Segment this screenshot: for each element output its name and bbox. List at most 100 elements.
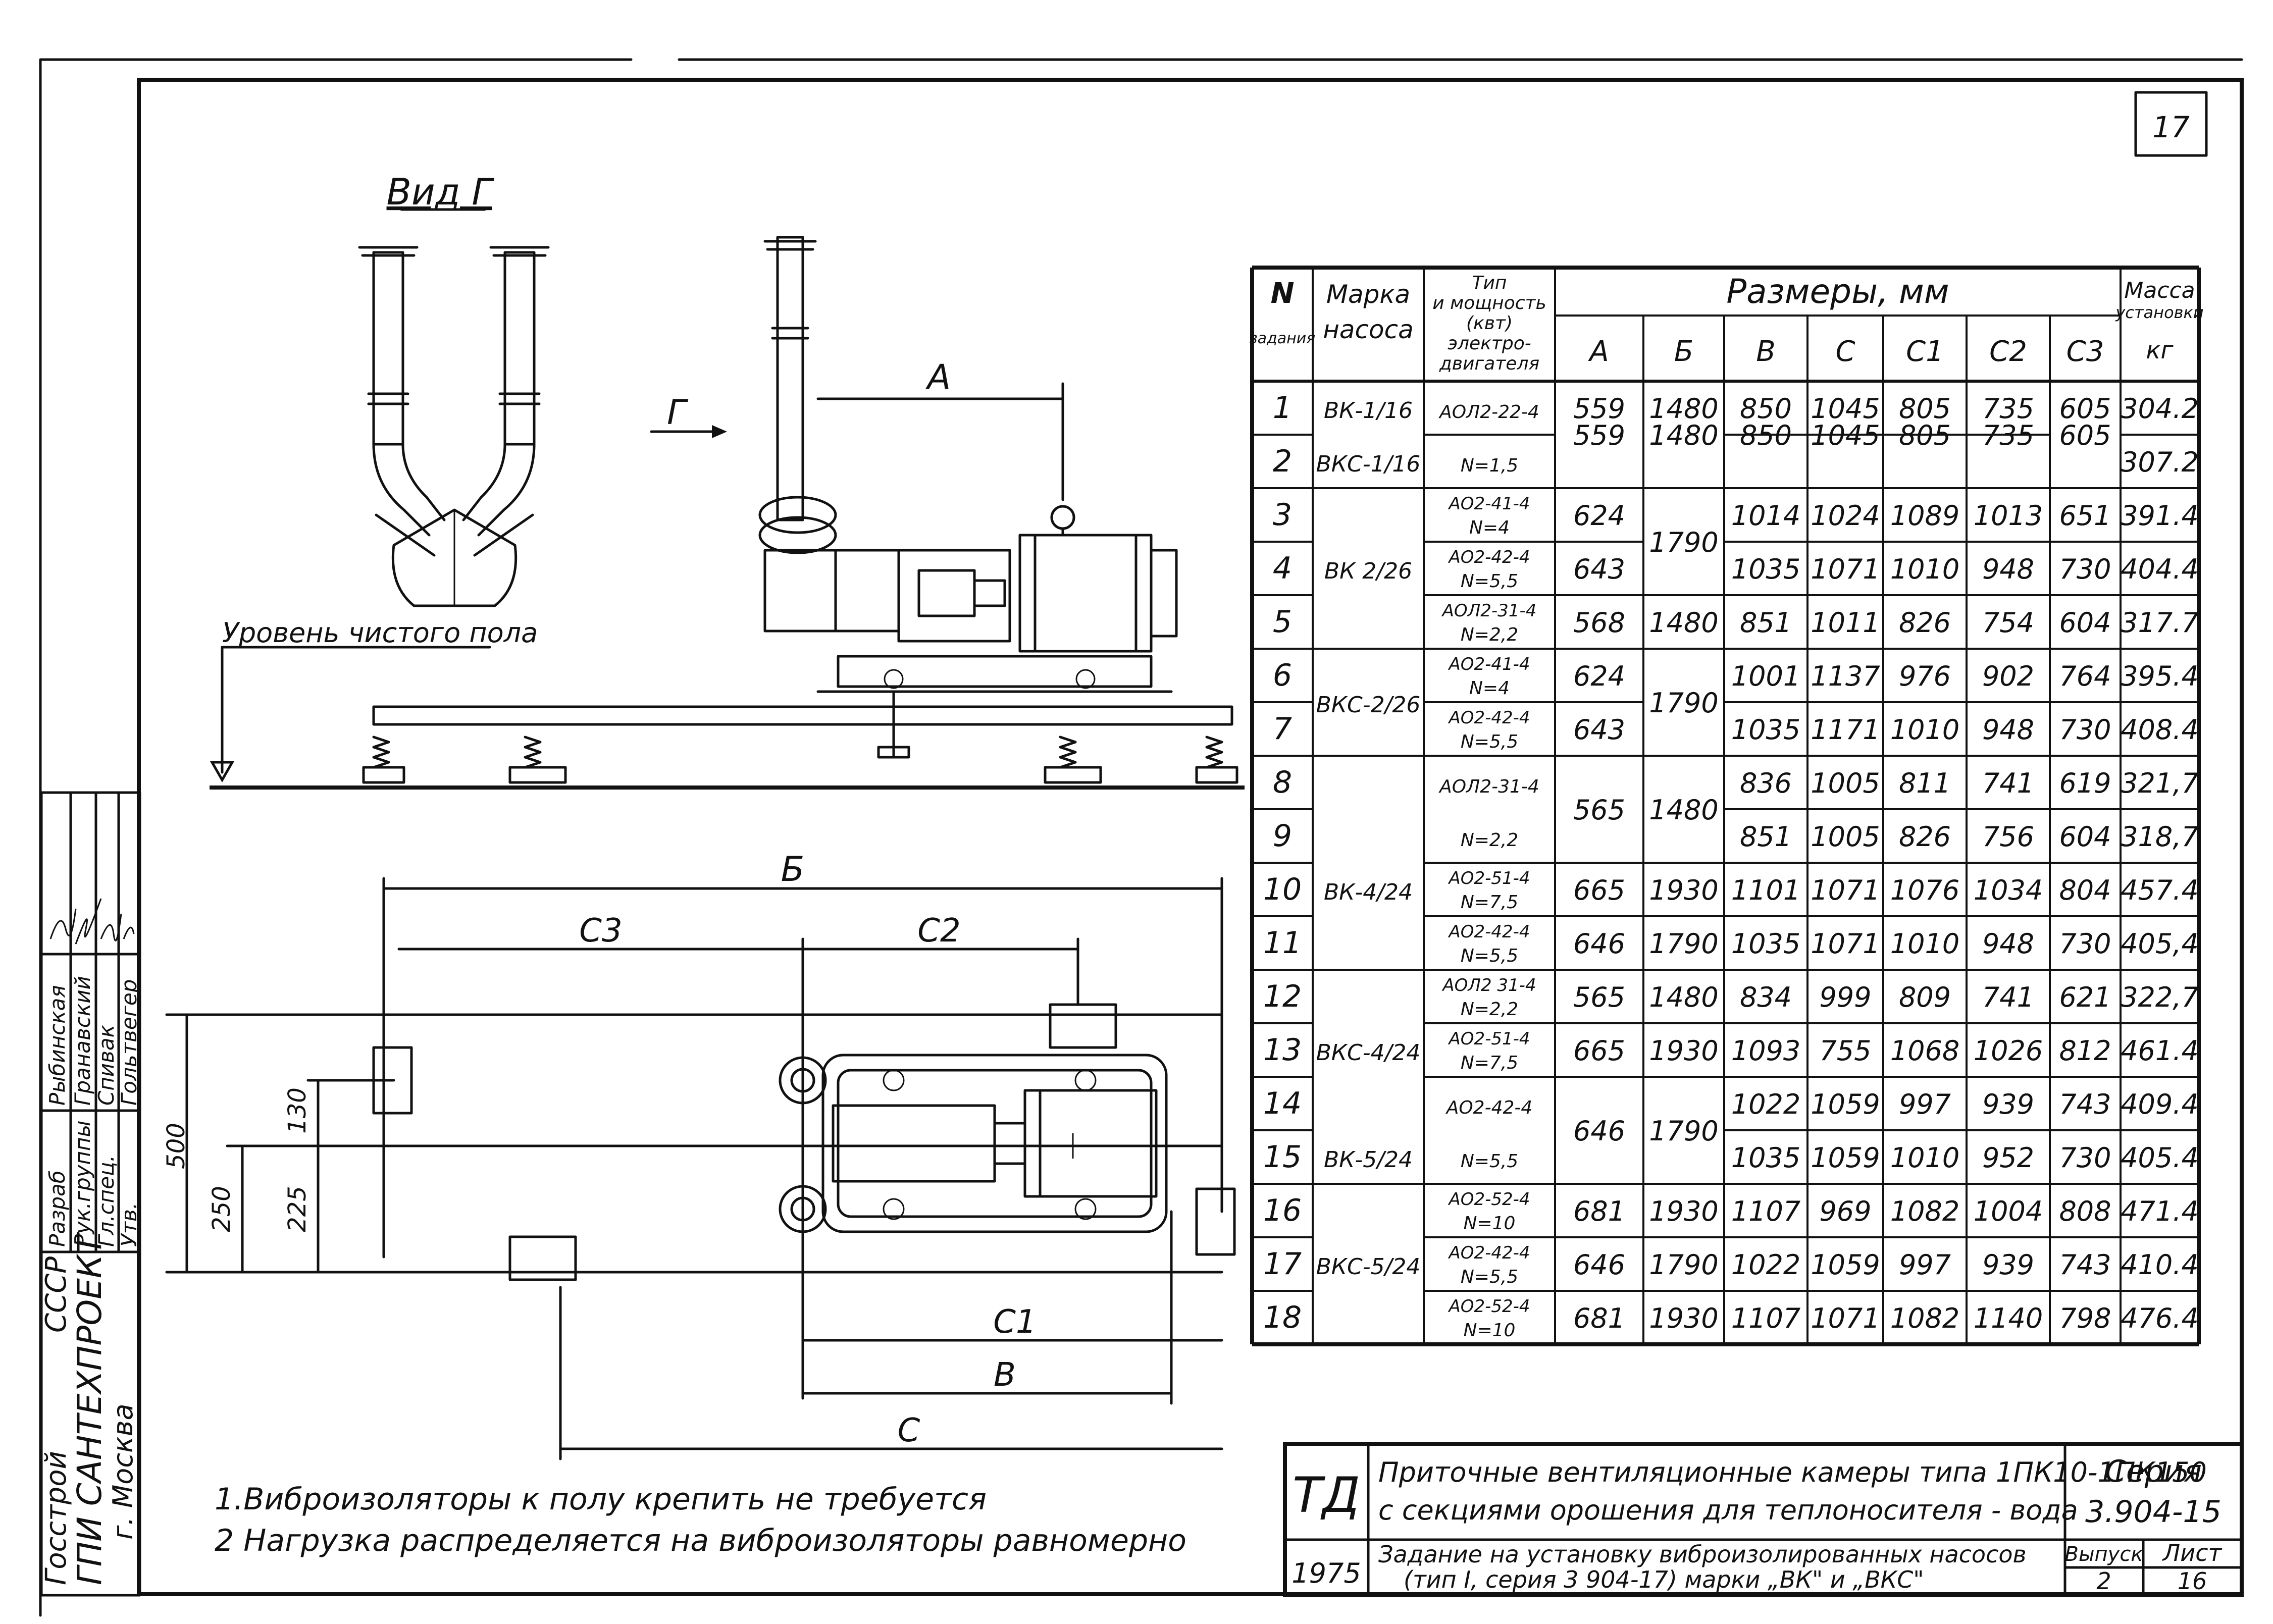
row-9-c1: 826	[1899, 821, 1951, 853]
header-mass-unit: кг	[2146, 336, 2174, 364]
row-5-v: 851	[1740, 607, 1792, 639]
dim-250-label: 250	[208, 1186, 236, 1232]
row-12-c1: 809	[1899, 981, 1951, 1013]
row-14-c1: 997	[1899, 1088, 1951, 1120]
row-12-a: 565	[1573, 981, 1625, 1013]
row-17-mass: 410.4	[2121, 1249, 2199, 1281]
motor-4-power: N=5,5	[1461, 571, 1518, 592]
row-11-c2: 948	[1982, 928, 2034, 960]
header-motor-0: Тип	[1472, 273, 1507, 293]
subtitle-line1: Задание на установку виброизолированных …	[1378, 1541, 2027, 1568]
row-13-mass: 461.4	[2121, 1035, 2199, 1067]
row-7-a: 643	[1573, 714, 1625, 746]
dim-c2-label: С2	[917, 912, 960, 950]
row-3-c1: 1089	[1890, 500, 1959, 532]
row-1-mass: 304.2	[2121, 393, 2199, 425]
row-10-mass: 457.4	[2121, 874, 2199, 906]
row-14-n: 14	[1263, 1086, 1302, 1121]
header-col-4: С1	[1906, 335, 1944, 368]
row-6-mass: 395.4	[2121, 660, 2199, 692]
pump-label-3: ВКС-2/26	[1316, 692, 1421, 718]
merged-a-14-15: 646	[1573, 1115, 1625, 1147]
list-label: Лист	[2162, 1539, 2223, 1566]
row-11-c1: 1010	[1890, 928, 1959, 960]
row-4-c2: 948	[1982, 553, 2034, 585]
row-7-c: 1171	[1811, 714, 1880, 746]
row-18-c2: 1140	[1974, 1302, 2043, 1334]
row-1-c3: 605	[2059, 393, 2111, 425]
motor-14: АО2-42-4	[1445, 1097, 1533, 1118]
dim-a-label: A	[925, 357, 951, 397]
row-7-c1: 1010	[1890, 714, 1959, 746]
row-9-c: 1005	[1811, 821, 1880, 853]
header-col-6: С3	[2067, 335, 2104, 368]
title-block: ТД 1975 Приточные вентиляционные камеры …	[1283, 1442, 2244, 1597]
row-16-v: 1107	[1731, 1195, 1800, 1227]
motor-7-type: АО2-42-4	[1448, 708, 1530, 728]
row-9-n: 9	[1273, 818, 1292, 854]
row-6-c3: 764	[2059, 660, 2111, 692]
motor-7-power: N=5,5	[1461, 731, 1518, 752]
pump-label-4: ВК-4/24	[1324, 879, 1413, 905]
row-13-a: 665	[1573, 1035, 1625, 1067]
row-5-n: 5	[1273, 604, 1292, 640]
issue-label: Выпуск	[2065, 1543, 2143, 1566]
series-label: Серия	[2105, 1454, 2202, 1489]
row-5-b: 1480	[1649, 607, 1718, 639]
merged-b-14-15: 1790	[1649, 1115, 1718, 1147]
header-col-0: А	[1588, 335, 1609, 368]
motor-12-power: N=2,2	[1461, 999, 1518, 1020]
pump-label-7: ВКС-5/24	[1316, 1254, 1421, 1280]
row-7-mass: 408.4	[2121, 714, 2199, 746]
header-col-1: Б	[1674, 335, 1693, 368]
row-6-a: 624	[1573, 660, 1625, 692]
header-col-5: С2	[1989, 335, 2027, 368]
subtitle-line2: (тип I, серия 3 904-17) марки „ВК" и „ВК…	[1404, 1566, 1924, 1593]
motor-11-power: N=5,5	[1461, 946, 1518, 966]
row-1-c1: 805	[1899, 393, 1951, 425]
row-17-v: 1022	[1731, 1249, 1800, 1281]
merged-b-1-2: 1480	[1649, 420, 1718, 451]
row-17-a: 646	[1573, 1249, 1625, 1281]
row-13-c3: 812	[2059, 1035, 2111, 1067]
stamp-name-3: Спивак	[94, 1024, 119, 1106]
title-line2: с секциями орошения для теплоносителя - …	[1378, 1494, 2078, 1526]
row-8-mass: 321,7	[2121, 767, 2199, 799]
row-11-n: 11	[1263, 925, 1302, 961]
row-4-c3: 730	[2059, 553, 2111, 585]
left-stamp: Госстрой СССР ГПИ САНТЕХПРОЕКТ г. Москва…	[40, 791, 141, 1597]
floor-level-label: Уровень чистого пола	[222, 617, 538, 649]
motor-8: АОЛ2-31-4	[1438, 776, 1539, 797]
row-11-mass: 405,4	[2121, 928, 2199, 960]
merged-c2-1-2: 735	[1982, 420, 2034, 451]
row-18-n: 18	[1263, 1300, 1302, 1335]
row-10-c3: 804	[2059, 874, 2111, 906]
row-4-c1: 1010	[1890, 553, 1959, 585]
row-2-n: 2	[1273, 444, 1292, 479]
row-8-n: 8	[1273, 765, 1292, 800]
row-10-b: 1930	[1649, 874, 1718, 906]
row-6-c: 1137	[1811, 660, 1880, 692]
row-10-n: 10	[1263, 872, 1302, 907]
dim-130-label: 130	[283, 1087, 312, 1134]
row-8-v: 836	[1740, 767, 1792, 799]
motor-13-power: N=7,5	[1461, 1053, 1518, 1073]
row-2-mass: 307.2	[2121, 446, 2199, 478]
spring-isolators-elevation	[362, 736, 1238, 784]
stamp-name-4: Гольтвегер	[117, 979, 141, 1106]
motor-5-type: АОЛ2-31-4	[1441, 601, 1537, 621]
motor-9: N=2,2	[1461, 830, 1518, 851]
view-arrow-label: Г	[667, 393, 689, 433]
row-16-n: 16	[1263, 1193, 1302, 1228]
motor-3-type: АО2-41-4	[1448, 494, 1530, 514]
row-15-c3: 730	[2059, 1142, 2111, 1174]
row-1-a: 559	[1573, 393, 1625, 425]
row-6-c2: 902	[1982, 660, 2034, 692]
motor-18-type: АО2-52-4	[1448, 1296, 1530, 1317]
row-3-n: 3	[1273, 497, 1292, 533]
row-9-c3: 604	[2059, 821, 2111, 853]
motor-2: N=1,5	[1461, 455, 1518, 476]
merged-a-8-9: 565	[1573, 794, 1625, 826]
row-15-c: 1059	[1811, 1142, 1880, 1174]
